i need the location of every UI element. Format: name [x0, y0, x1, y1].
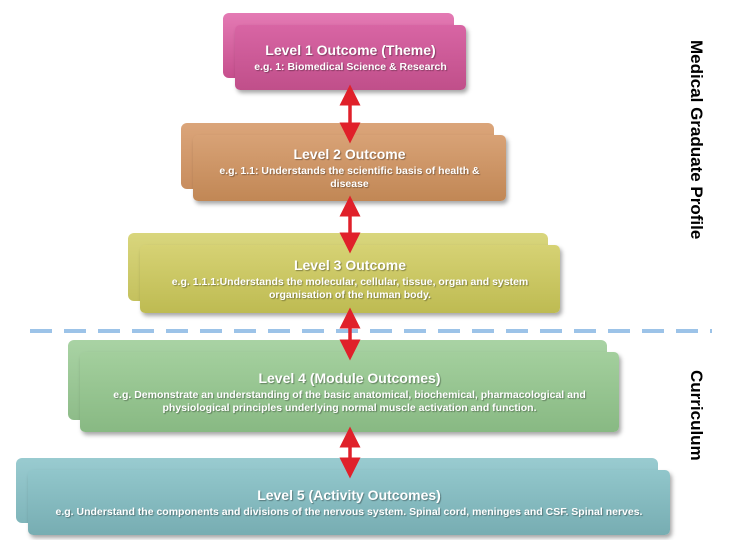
level-1-box: Level 1 Outcome (Theme) e.g. 1: Biomedic… — [223, 13, 466, 90]
level-1-title: Level 1 Outcome (Theme) — [265, 41, 436, 58]
level-5-box: Level 5 (Activity Outcomes) e.g. Underst… — [16, 458, 670, 535]
level-5-description: e.g. Understand the components and divis… — [55, 505, 643, 518]
level-3-description: e.g. 1.1.1:Understands the molecular, ce… — [171, 276, 529, 301]
level-2-title: Level 2 Outcome — [293, 146, 406, 162]
medical-graduate-profile-label: Medical Graduate Profile — [687, 40, 706, 240]
level-2-description: e.g. 1.1: Understands the scientific bas… — [219, 165, 480, 190]
level-4-box: Level 4 (Module Outcomes) e.g. Demonstra… — [68, 340, 619, 432]
level-5-title: Level 5 (Activity Outcomes) — [257, 486, 441, 503]
level-1-description: e.g. 1: Biomedical Science & Research — [254, 60, 447, 73]
level-3-title: Level 3 Outcome — [293, 257, 407, 273]
level-4-description: e.g. Demonstrate an understanding of the… — [113, 389, 586, 414]
curriculum-label: Curriculum — [687, 370, 706, 461]
level-2-box: Level 2 Outcome e.g. 1.1: Understands th… — [181, 123, 506, 201]
level-4-title: Level 4 (Module Outcomes) — [258, 370, 441, 386]
level-3-box: Level 3 Outcome e.g. 1.1.1:Understands t… — [128, 233, 560, 313]
